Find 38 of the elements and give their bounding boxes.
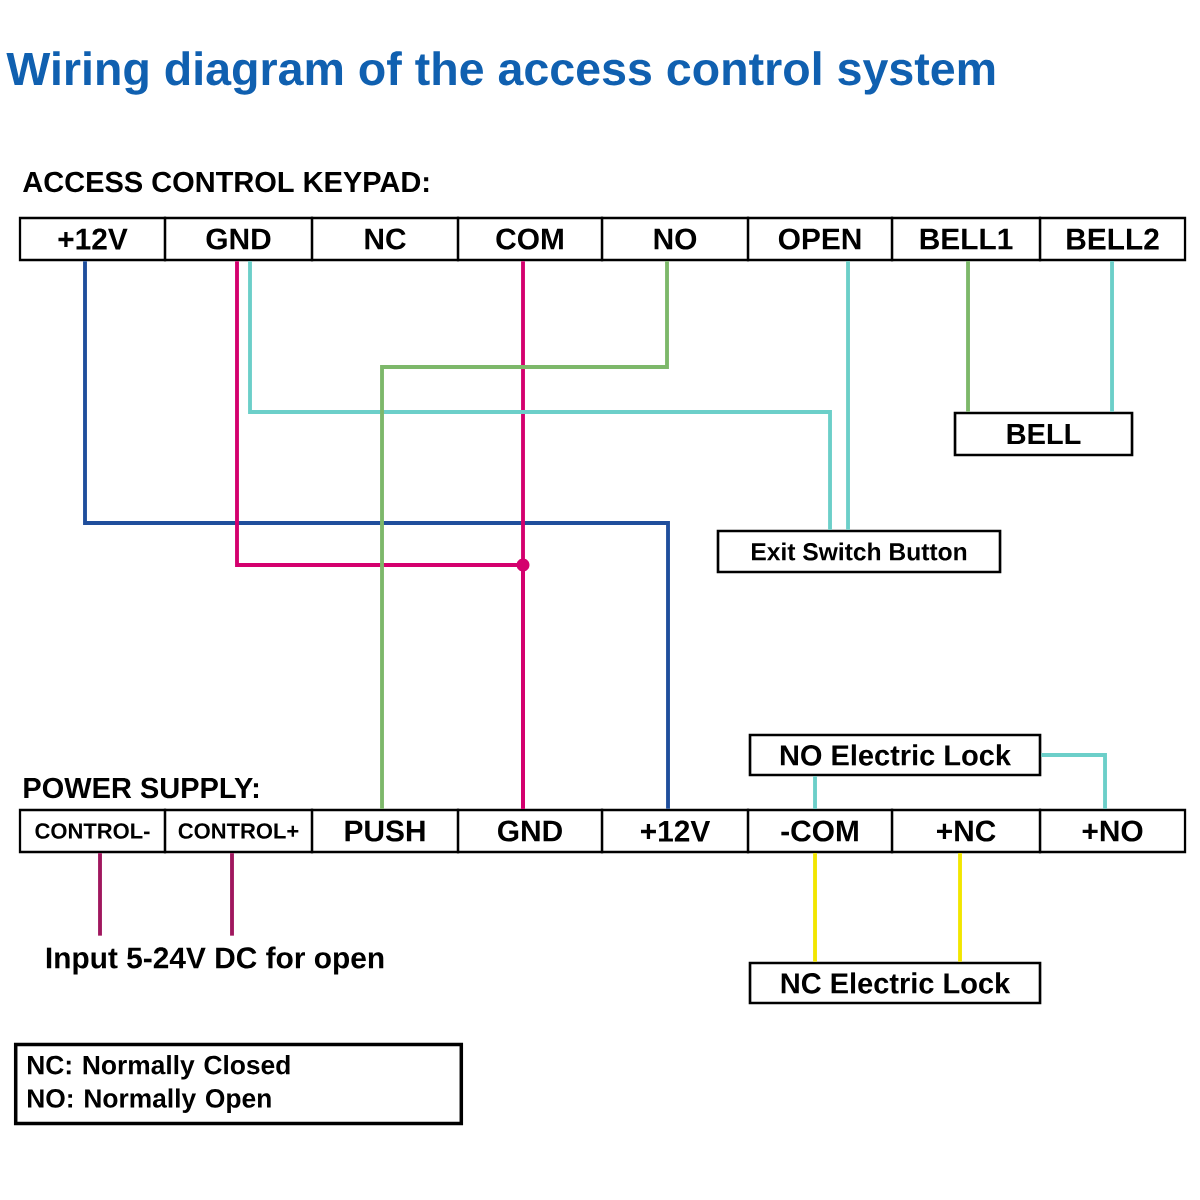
wire — [83, 261, 670, 809]
terminal-box: GND — [163, 216, 314, 262]
wire — [248, 261, 832, 530]
section-heading: POWER SUPPLY: — [24, 777, 258, 799]
wire — [380, 261, 669, 809]
terminal-box: CONTROL- — [18, 808, 167, 854]
wire — [966, 261, 970, 412]
device-box: NC Electric Lock — [748, 961, 1042, 1005]
section-heading: ACCESS CONTROL KEYPAD: — [23, 171, 429, 193]
legend-box: NC: Normally Closed NO: Normally Open — [13, 1042, 464, 1126]
terminal-box: GND — [456, 808, 604, 854]
device-box: BELL — [953, 411, 1134, 457]
terminal-box: OPEN — [746, 216, 894, 262]
terminal-box: COM — [456, 216, 604, 262]
input-note: Input 5-24V DC for open — [46, 946, 384, 975]
terminal-box: NO — [600, 216, 750, 262]
wire — [1041, 753, 1107, 809]
wire — [846, 261, 850, 530]
wire — [98, 853, 102, 936]
terminal-box: NC — [310, 216, 460, 262]
terminal-box: PUSH — [310, 808, 460, 854]
wire — [230, 853, 234, 936]
terminal-box: +NO — [1038, 808, 1187, 854]
wire — [958, 853, 962, 962]
terminal-box: -COM — [746, 808, 894, 854]
terminal-box: +12V — [600, 808, 750, 854]
wire — [1110, 261, 1114, 412]
device-box: NO Electric Lock — [748, 733, 1042, 777]
terminal-box: CONTROL+ — [163, 808, 314, 854]
terminal-box: BELL2 — [1038, 216, 1187, 262]
terminal-box: BELL1 — [890, 216, 1042, 262]
title: Wiring diagram of the access control system — [6, 51, 995, 95]
wire — [813, 776, 817, 809]
wire — [521, 261, 525, 809]
device-box: Exit Switch Button — [716, 529, 1002, 574]
terminal-box: +12V — [18, 216, 167, 262]
wire — [813, 853, 817, 962]
terminal-box: +NC — [890, 808, 1042, 854]
